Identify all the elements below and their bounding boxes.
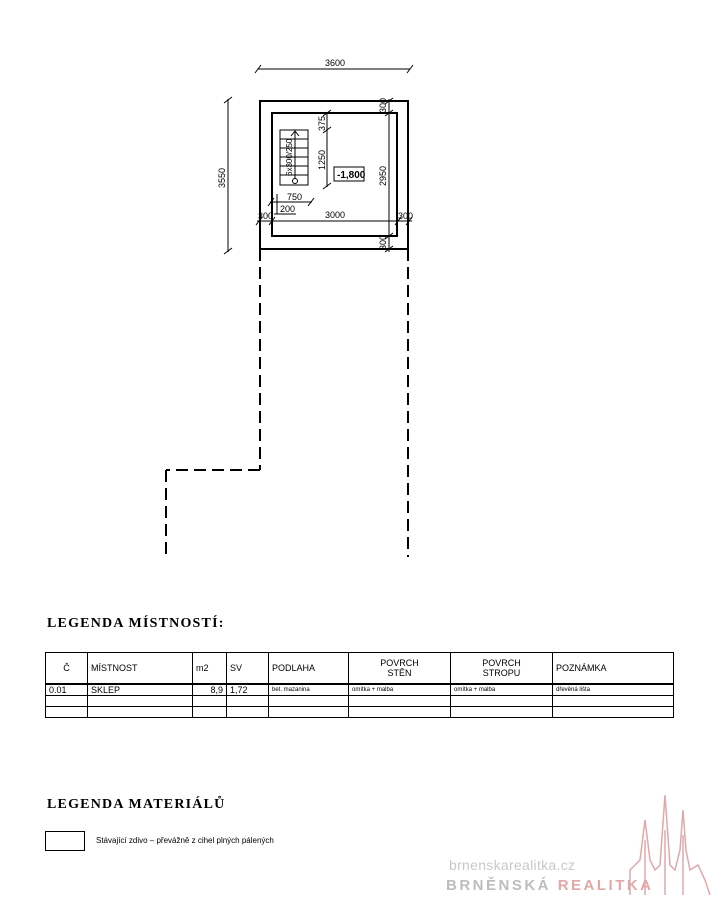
watermark-site: brnenskarealitka.cz bbox=[449, 857, 576, 873]
dim-stair-top-label: 375 bbox=[317, 116, 327, 131]
dim-stair-vertical bbox=[322, 109, 332, 190]
outer-wall bbox=[259, 100, 409, 250]
col-note: POZNÁMKA bbox=[552, 652, 674, 685]
dim-width-total bbox=[254, 64, 414, 74]
watermark-brand-part1: BRNĚNSKÁ bbox=[446, 877, 552, 894]
stairs bbox=[279, 129, 309, 186]
col-ceiling-line2: STROPU bbox=[482, 668, 521, 678]
dim-stair-horizontal bbox=[267, 194, 315, 215]
dim-wall-left-label: 300 bbox=[258, 211, 273, 221]
stair-steps-label: 6x300/250 bbox=[285, 138, 294, 176]
legend-materials-title: LEGENDA MATERIÁLŮ bbox=[47, 797, 226, 812]
inner-wall bbox=[271, 112, 398, 237]
cell-walls: omítka + malba bbox=[348, 683, 451, 696]
table-row: 0.01 SKLEP 8,9 1,72 bet. mazanina omítka… bbox=[45, 683, 674, 696]
dim-horizontal bbox=[255, 216, 413, 226]
dim-height-total bbox=[223, 96, 233, 255]
cell-no: 0.01 bbox=[45, 683, 88, 696]
cell-floor: bet. mazanina bbox=[268, 683, 349, 696]
col-no: Č bbox=[45, 652, 88, 685]
dim-right-vertical bbox=[384, 97, 394, 253]
dim-stair-offset-label: 200 bbox=[280, 204, 295, 214]
col-walls-line2: STĚN bbox=[387, 668, 412, 678]
dim-inner-width-label: 3000 bbox=[325, 210, 345, 220]
dim-wall-top-label: 300 bbox=[378, 98, 388, 113]
dim-wall-bottom-label: 300 bbox=[378, 235, 388, 250]
cell-ceiling: omítka + malba bbox=[450, 683, 553, 696]
cell-note: dřevěná lišta bbox=[552, 683, 674, 696]
dim-stair-width-label: 750 bbox=[287, 192, 302, 202]
level-marker bbox=[333, 166, 365, 182]
cathedral-watermark-icon bbox=[629, 794, 711, 896]
col-area: m2 bbox=[192, 652, 227, 685]
cell-room: SKLEP bbox=[87, 683, 193, 696]
dim-height-total-label: 3550 bbox=[217, 168, 227, 188]
table-row bbox=[45, 695, 674, 707]
level-marker-label: -1,800 bbox=[337, 170, 366, 181]
col-sv: SV bbox=[226, 652, 269, 685]
col-room: MÍSTNOST bbox=[87, 652, 193, 685]
dim-stair-length-label: 1250 bbox=[317, 150, 327, 170]
dashed-outline bbox=[165, 249, 409, 557]
watermark-brand-part2: REALITKA bbox=[557, 877, 654, 894]
material-swatch bbox=[45, 831, 85, 851]
material-label: Stávající zdivo – převážně z cihel plnýc… bbox=[96, 836, 274, 845]
dim-inner-height-label: 2950 bbox=[378, 166, 388, 186]
cell-area: 8,9 bbox=[192, 683, 227, 696]
table-row bbox=[45, 706, 674, 718]
dim-wall-right-label: 300 bbox=[398, 211, 413, 221]
floor-plan: 3600 3550 300 2950 300 375 1250 6x300/25… bbox=[165, 58, 414, 557]
dim-width-total-label: 3600 bbox=[325, 58, 345, 68]
cell-sv: 1,72 bbox=[226, 683, 269, 696]
col-ceiling-line1: POVRCH bbox=[482, 658, 521, 668]
legend-rooms-title: LEGENDA MÍSTNOSTÍ: bbox=[47, 616, 225, 631]
col-floor: PODLAHA bbox=[268, 652, 349, 685]
col-walls-line1: POVRCH bbox=[380, 658, 419, 668]
watermark-brand: BRNĚNSKÁ REALITKA bbox=[446, 877, 654, 894]
